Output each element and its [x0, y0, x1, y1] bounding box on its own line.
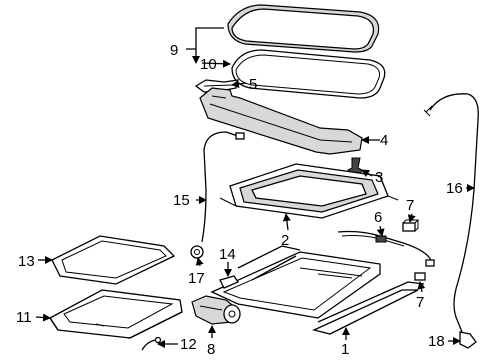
callout-11: 11 [16, 309, 32, 326]
connector-part-lower [414, 272, 426, 281]
pin-part [141, 336, 162, 351]
small-clip-part [219, 275, 239, 289]
callout-7-lower: 7 [416, 294, 424, 311]
glass-panel [227, 4, 380, 53]
leader-lines [35, 27, 475, 348]
callout-15: 15 [173, 192, 190, 209]
motor-part [191, 295, 241, 325]
callout-7-upper: 7 [406, 197, 414, 214]
callout-labels: 9 10 5 4 3 2 15 16 7 6 7 13 14 17 11 12 … [16, 42, 463, 358]
callout-1: 1 [341, 341, 349, 358]
callout-5: 5 [249, 76, 257, 93]
callout-14: 14 [219, 246, 236, 263]
callout-2: 2 [281, 232, 289, 249]
cable-part [201, 131, 245, 243]
callout-4: 4 [380, 132, 388, 149]
seal-part-13 [51, 235, 176, 285]
callout-9: 9 [170, 42, 178, 59]
grommet-part [190, 245, 204, 259]
sunshade-part [199, 87, 363, 155]
drain-hose-part [423, 93, 479, 349]
callout-17: 17 [188, 270, 205, 287]
callout-3: 3 [375, 169, 383, 186]
callout-12: 12 [180, 336, 197, 353]
sunshade-panel-part-11 [49, 289, 183, 339]
callout-8: 8 [207, 341, 215, 358]
track-assembly-part [210, 245, 425, 335]
callout-6: 6 [374, 209, 382, 226]
callout-16: 16 [446, 180, 463, 197]
callout-13: 13 [18, 253, 35, 270]
callout-18: 18 [428, 333, 445, 350]
callout-10: 10 [200, 56, 217, 73]
frame-part [219, 163, 399, 219]
